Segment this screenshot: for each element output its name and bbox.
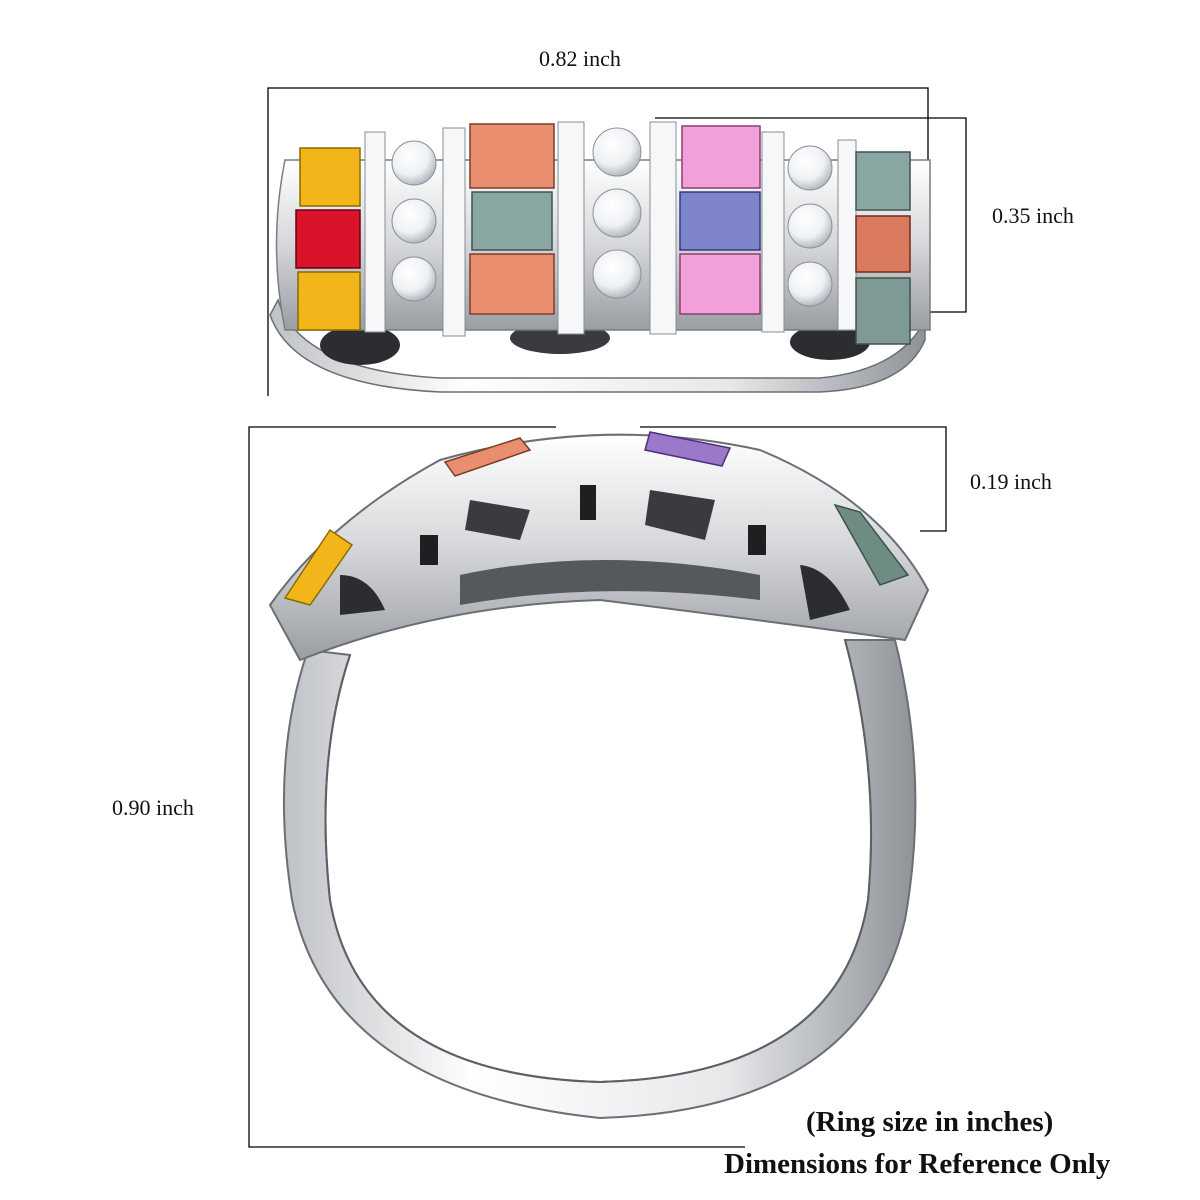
dimension-lines-side <box>248 426 947 1148</box>
depth-dimension-label: 0.19 inch <box>970 469 1052 494</box>
height-dimension-label: 0.35 inch <box>992 203 1074 228</box>
ring-height-dimension-label: 0.90 inch <box>112 795 194 820</box>
ring-side-view <box>268 431 930 1120</box>
caption-reference-note: Dimensions for Reference Only <box>724 1148 1111 1180</box>
width-dimension-label: 0.82 inch <box>539 46 621 71</box>
ring-top-view <box>269 121 931 393</box>
caption-ring-size: (Ring size in inches) <box>806 1106 1054 1138</box>
